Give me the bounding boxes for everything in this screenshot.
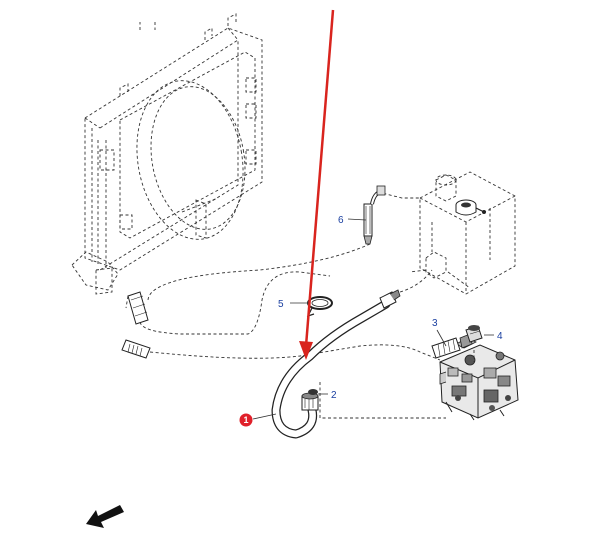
callout-6-label[interactable]: 6 <box>338 215 344 226</box>
callout-2-label[interactable]: 2 <box>331 390 337 401</box>
direction-arrow-icon <box>86 505 124 528</box>
routing-lines <box>125 191 475 419</box>
tank-breather-cap <box>455 199 486 216</box>
callout-leaders <box>252 218 494 420</box>
part-6-hose-fitting <box>363 185 386 245</box>
callout-5-label[interactable]: 5 <box>278 299 284 310</box>
hydraulic-pump <box>439 337 519 421</box>
part-2-fitting <box>301 389 319 411</box>
part-4-adapter <box>465 325 483 343</box>
part-5-hose-clamp <box>306 296 333 318</box>
callout-1-label: 1 <box>243 415 248 425</box>
callout-1[interactable]: 1 <box>239 413 253 427</box>
callout-3-label[interactable]: 3 <box>432 318 438 329</box>
red-pointer-arrow <box>299 9 335 360</box>
part-1-hydraulic-hose <box>271 289 401 439</box>
radiator-assembly <box>71 13 263 295</box>
callout-1-marker <box>239 413 253 427</box>
callout-4-label[interactable]: 4 <box>497 331 503 342</box>
radiator-connectors <box>121 291 151 359</box>
hydraulic-tank <box>409 171 516 295</box>
